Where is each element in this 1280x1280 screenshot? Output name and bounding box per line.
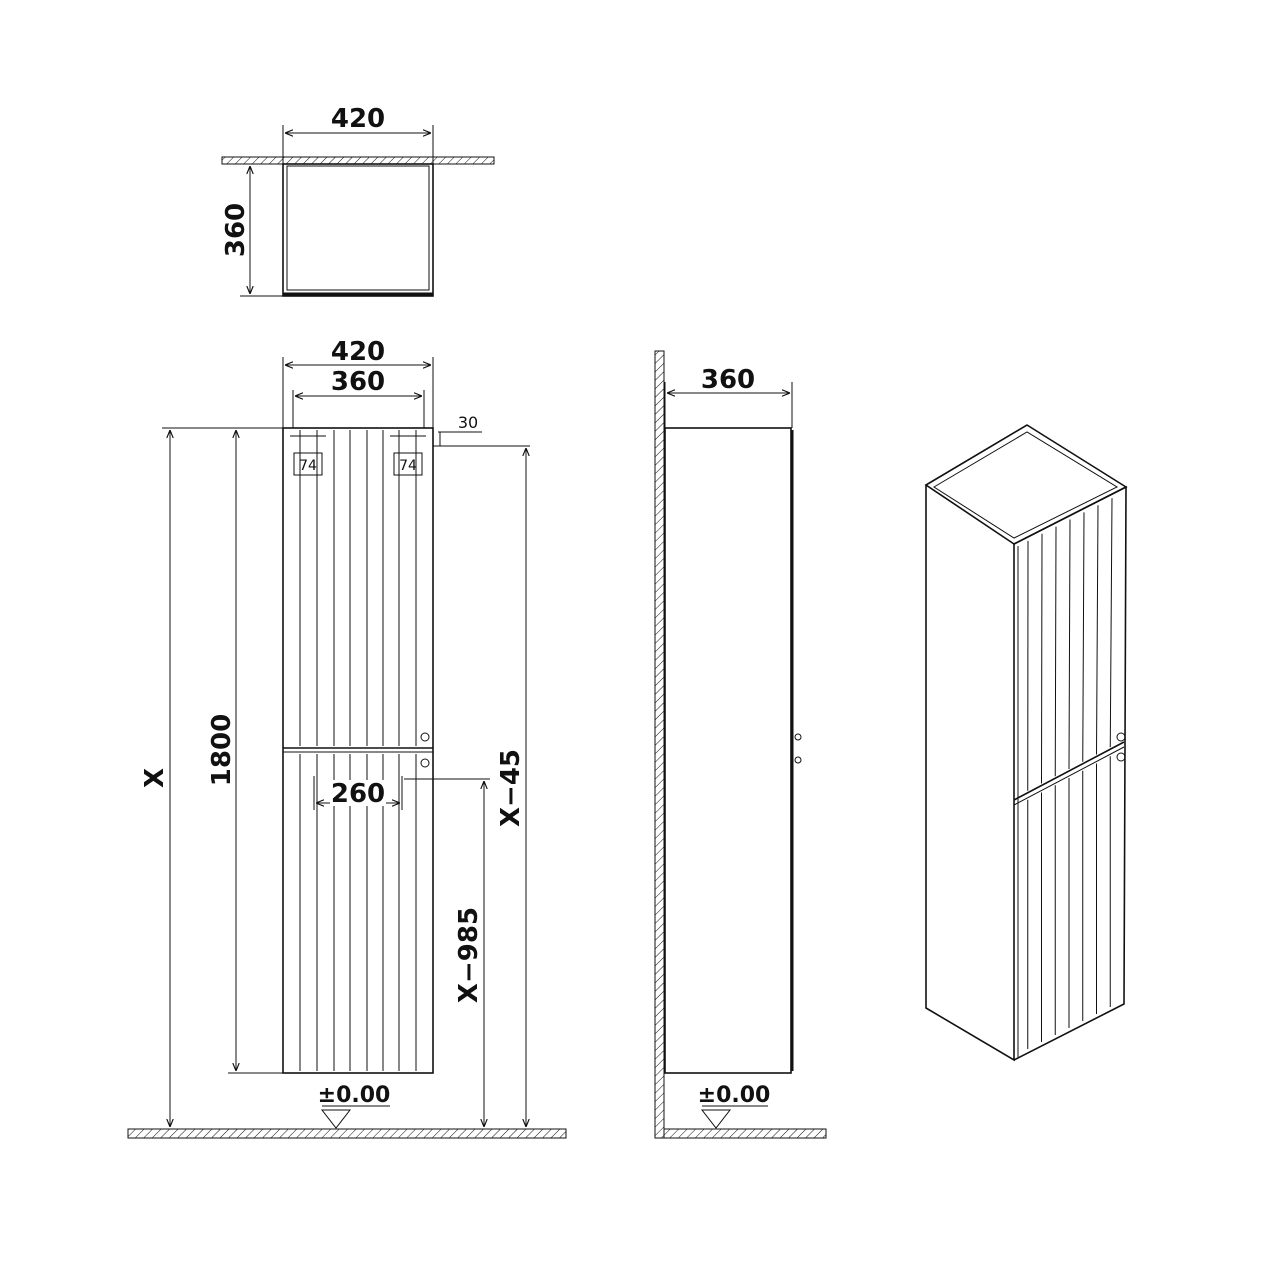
iso-flute-line (1054, 526, 1057, 777)
side-view-cabinet (664, 427, 792, 1074)
iso-flute-line (1041, 533, 1043, 784)
iso-handle-upper (1116, 732, 1126, 742)
top-view-outline (282, 163, 434, 297)
iso-handle-lower (1116, 752, 1126, 762)
side-floor-level-label: ±0.00 (698, 1083, 771, 1108)
iso-flute-line (1068, 519, 1071, 770)
front-floor-level-marker (320, 1109, 352, 1129)
side-view-depth-label: 360 (701, 365, 755, 395)
front-handle-lower (420, 758, 430, 768)
front-handle-upper (420, 732, 430, 742)
bracket-left (293, 452, 323, 476)
top-view-wall (221, 156, 495, 165)
side-floor-level-marker (700, 1109, 732, 1129)
iso-top-face (924, 424, 1128, 545)
front-width-inner-label: 360 (331, 367, 385, 397)
front-view-cabinet (282, 427, 434, 1074)
front-view-floor (127, 1128, 567, 1139)
front-cabinet-height-label: 1800 (207, 714, 237, 786)
bracket-right-label: 74 (399, 458, 417, 474)
side-view-wall (654, 350, 665, 1139)
iso-door-split (1013, 741, 1125, 801)
iso-flute-line (1109, 498, 1113, 748)
iso-left-face (925, 485, 1015, 1062)
front-lower-fix-label: X−985 (454, 907, 484, 1003)
side-view: 360 ±0.00 (654, 350, 827, 1139)
front-upper-fix-label: X−45 (496, 749, 526, 827)
top-view: 420 360 (221, 104, 495, 297)
isometric-view (924, 424, 1128, 1062)
front-hinge-spacing-label: 260 (331, 779, 385, 809)
front-total-height-label: X (140, 768, 170, 788)
front-view: 74 74 420 360 30 X 1800 X−45 X−985 (127, 337, 567, 1139)
side-view-floor (663, 1128, 827, 1139)
top-view-inner (286, 165, 430, 291)
front-view-flutes (299, 430, 417, 1071)
iso-flute-line (1096, 505, 1099, 755)
iso-flute-line (1082, 512, 1085, 762)
front-width-outer-label: 420 (331, 337, 385, 367)
top-view-width-label: 420 (331, 104, 385, 134)
front-offset-label: 30 (458, 413, 478, 432)
iso-front-face (1013, 485, 1127, 1061)
top-view-depth-label: 360 (221, 203, 251, 257)
front-floor-level-label: ±0.00 (318, 1083, 391, 1108)
bracket-right (393, 452, 423, 476)
bracket-left-label: 74 (299, 458, 317, 474)
iso-flutes (1027, 498, 1113, 1049)
